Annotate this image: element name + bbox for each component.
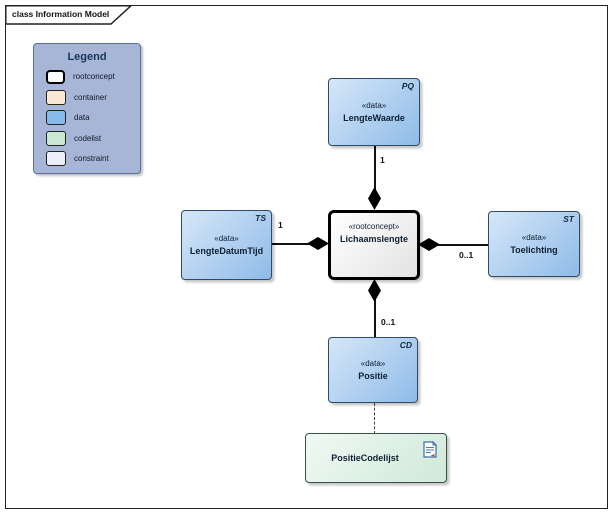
codelist-swatch: [46, 130, 66, 146]
type-letter: CD: [399, 340, 412, 350]
legend-item-codelist: codelist: [46, 130, 140, 146]
connector-lichaamslengte-positie[interactable]: [374, 299, 376, 338]
multiplicity-lengtedatumtijd: 1: [278, 220, 283, 230]
node-name: PositieCodelijst: [331, 453, 399, 463]
legend-item-container: container: [46, 89, 140, 105]
diagram-frame: [5, 5, 608, 509]
stereotype-label: «rootconcept»: [348, 222, 400, 231]
legend-item-label: container: [74, 92, 107, 102]
legend-item-label: constraint: [74, 154, 109, 163]
connector-lengtewaarde-lichaamslengte[interactable]: [374, 146, 376, 192]
node-name: Lichaamslengte: [339, 234, 409, 244]
composition-diamond-right: [418, 238, 440, 251]
legend-item-label: data: [74, 113, 90, 122]
multiplicity-toelichting: 0..1: [459, 250, 474, 260]
legend-item-label: rootconcept: [73, 72, 115, 81]
node-lengtedatumtijd[interactable]: TS «data» LengteDatumTijd: [181, 210, 272, 280]
node-name: Toelichting: [510, 245, 558, 255]
frame-tab: [5, 5, 133, 25]
legend-item-data: data: [46, 110, 140, 125]
legend-item-rootconcept: rootconcept: [46, 69, 140, 84]
document-icon: [423, 441, 437, 458]
legend[interactable]: Legend rootconcept container data codeli…: [33, 43, 141, 174]
stereotype-label: «data»: [214, 234, 239, 243]
node-toelichting[interactable]: ST «data» Toelichting: [488, 211, 580, 277]
multiplicity-lengtewaarde: 1: [380, 155, 385, 165]
composition-diamond-bottom: [368, 279, 381, 302]
stereotype-label: «data»: [361, 101, 387, 110]
stereotype-label: «data»: [521, 233, 547, 242]
frame-title: class Information Model: [12, 9, 110, 19]
container-swatch: [46, 89, 66, 105]
type-letter: ST: [563, 214, 574, 224]
node-name: LengteWaarde: [343, 113, 405, 123]
legend-item-constraint: constraint: [46, 151, 140, 166]
connector-lichaamslengte-toelichting[interactable]: [438, 244, 489, 246]
node-positie[interactable]: CD «data» Positie: [328, 337, 418, 403]
rootconcept-swatch: [46, 69, 65, 84]
node-positiecodelijst[interactable]: PositieCodelijst: [305, 433, 447, 483]
legend-item-label: codelist: [74, 133, 102, 143]
type-letter: PQ: [401, 81, 414, 91]
node-name: Positie: [358, 371, 388, 381]
connector-positie-positiecodelijst[interactable]: [374, 403, 375, 434]
node-name: LengteDatumTijd: [189, 246, 264, 256]
multiplicity-positie: 0..1: [381, 317, 396, 327]
composition-diamond-left: [307, 237, 329, 250]
node-lichaamslengte[interactable]: «rootconcept» Lichaamslengte: [328, 210, 420, 280]
data-swatch: [46, 110, 66, 125]
stereotype-label: «data»: [360, 359, 386, 368]
constraint-swatch: [46, 151, 66, 166]
node-lengtewaarde[interactable]: PQ «data» LengteWaarde: [328, 78, 420, 146]
legend-title: Legend: [67, 51, 107, 63]
type-letter: TS: [255, 213, 266, 223]
connector-lengtedatumtijd-lichaamslengte[interactable]: [271, 243, 311, 245]
composition-diamond-top: [368, 187, 381, 210]
